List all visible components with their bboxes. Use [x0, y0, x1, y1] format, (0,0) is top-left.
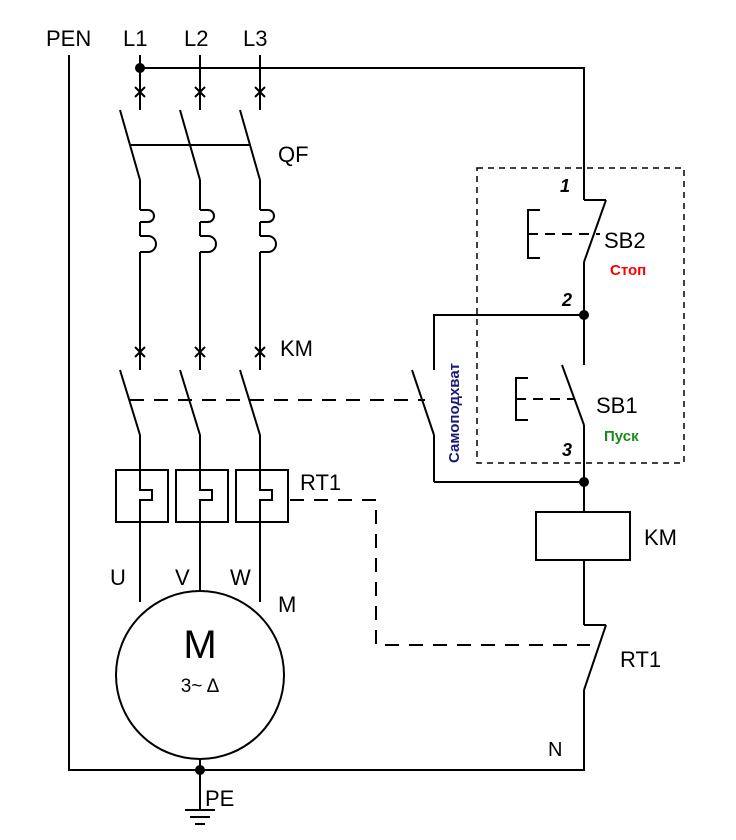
- motor-symbol: [115, 590, 285, 760]
- control-feed-wire: [140, 67, 585, 158]
- l3-label: L3: [243, 26, 267, 51]
- l1-label: L1: [123, 26, 147, 51]
- ground-symbol: [185, 770, 215, 825]
- rt1-mechanical-link: [290, 499, 590, 646]
- sb2-label: SB2: [604, 228, 646, 253]
- pen-label: PEN: [46, 26, 91, 51]
- motor-letter: M: [183, 623, 216, 667]
- l1-node: [135, 63, 145, 73]
- motor-spec: 3~ Δ: [181, 676, 220, 697]
- self-hold-label: Самоподхват: [446, 363, 463, 463]
- motor-tag: M: [278, 592, 296, 617]
- rt1-relay-label: RT1: [300, 470, 341, 495]
- qf-breaker: [119, 109, 277, 370]
- u-label: U: [110, 565, 126, 590]
- phase-wires-top: [134, 55, 266, 110]
- pe-label: PE: [205, 786, 234, 811]
- km-coil-label: KM: [644, 525, 677, 550]
- w-label: W: [230, 565, 251, 590]
- l2-label: L2: [184, 26, 208, 51]
- sb2-stop-button: [527, 158, 607, 315]
- n-label: N: [548, 739, 562, 761]
- node-3: 3: [562, 440, 572, 460]
- km-self-hold-contact: [411, 369, 584, 483]
- control-panel-box: [476, 167, 685, 464]
- sb1-start-button: [515, 315, 585, 482]
- rt1-contact-label: RT1: [620, 647, 661, 672]
- km-power-contacts: [119, 346, 266, 470]
- rt1-thermal-relay: [115, 469, 289, 602]
- km-contacts-label: KM: [280, 336, 313, 361]
- km-coil: [535, 511, 631, 561]
- rt1-nc-contact: [583, 624, 607, 691]
- self-hold-feed: [433, 314, 584, 370]
- node-1: 1: [560, 176, 570, 196]
- stop-label: Стоп: [610, 262, 646, 279]
- pen-conductor: [68, 55, 585, 771]
- start-label: Пуск: [604, 428, 639, 445]
- qf-label: QF: [278, 142, 309, 167]
- node-2: 2: [561, 290, 572, 310]
- v-label: V: [175, 565, 190, 590]
- sb1-label: SB1: [596, 393, 638, 418]
